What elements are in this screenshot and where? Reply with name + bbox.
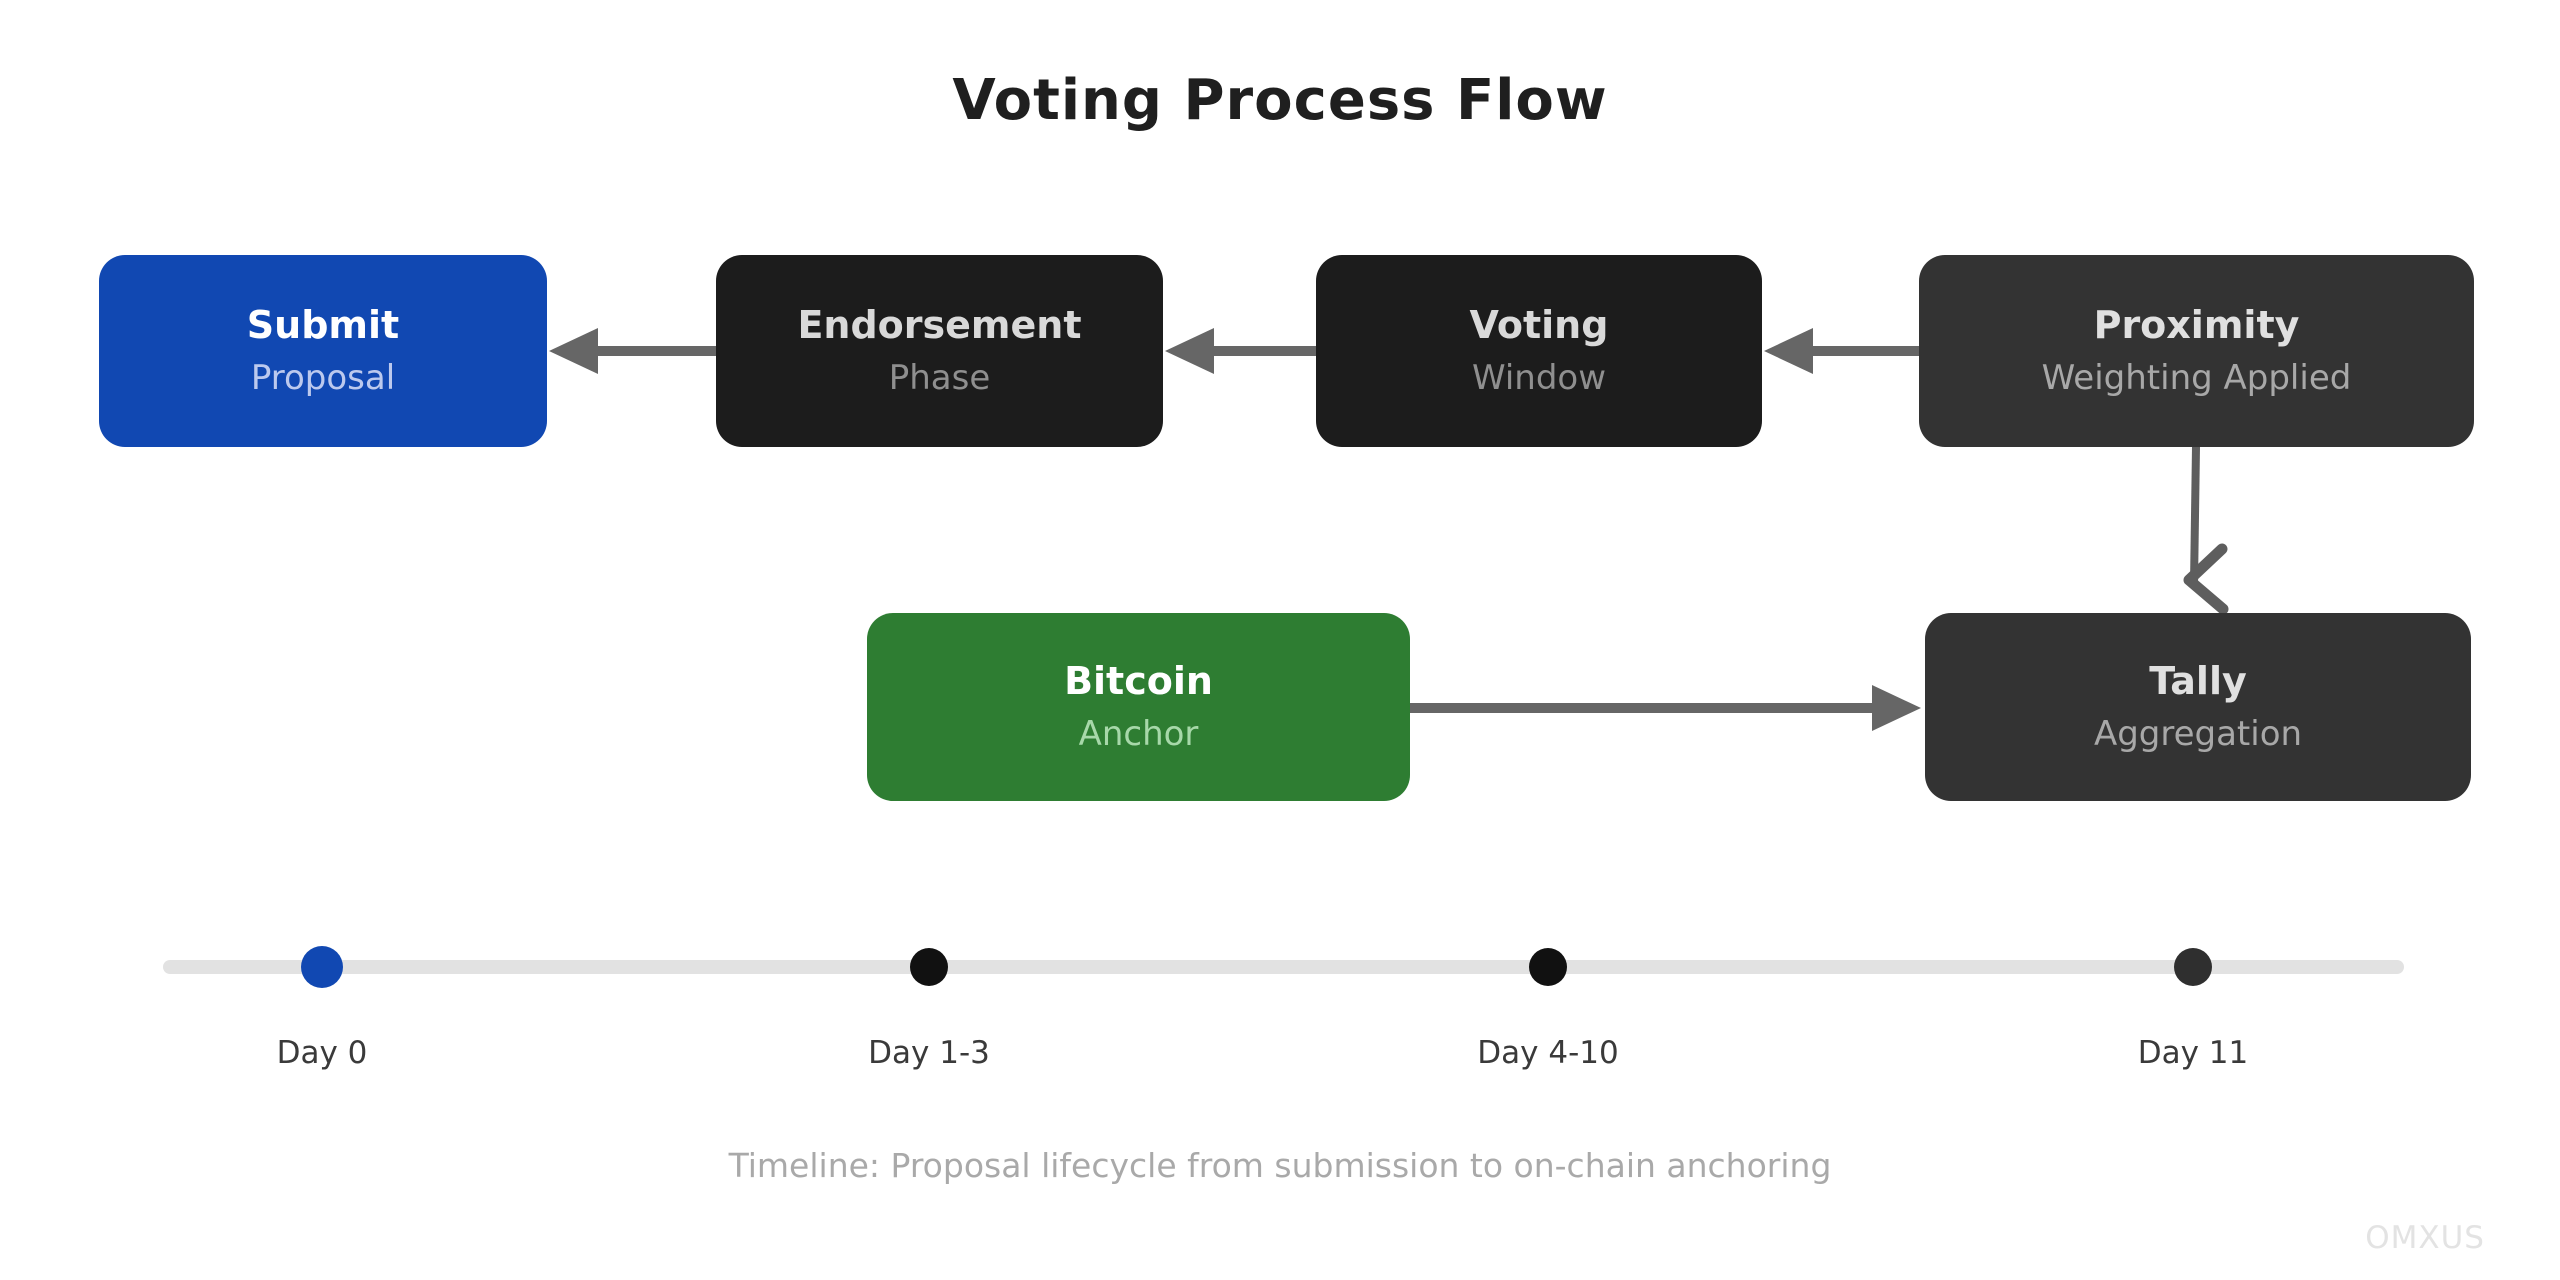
timeline-track xyxy=(163,960,2404,974)
node-title: Tally xyxy=(2149,658,2247,703)
arrow-proximity-to-tally xyxy=(2183,446,2229,615)
node-proximity-weighting: Proximity Weighting Applied xyxy=(1919,255,2474,447)
timeline-caption: Timeline: Proposal lifecycle from submis… xyxy=(728,1146,1832,1185)
timeline-dot-day-4-10 xyxy=(1529,948,1567,986)
watermark-text: OMXUS xyxy=(2365,1220,2485,1256)
node-title: Voting xyxy=(1469,302,1609,347)
timeline-dot-day-1-3 xyxy=(910,948,948,986)
diagram-title: Voting Process Flow xyxy=(952,68,1608,133)
node-subtitle: Proposal xyxy=(250,358,396,399)
node-title: Proximity xyxy=(2093,302,2300,347)
node-endorsement-phase: Endorsement Phase xyxy=(716,255,1163,447)
arrow-endorsement-to-submit xyxy=(549,328,716,374)
timeline-dot-day-11 xyxy=(2174,948,2212,986)
timeline-label-day-1-3: Day 1-3 xyxy=(868,1035,990,1071)
node-title: Submit xyxy=(246,302,400,347)
node-subtitle: Phase xyxy=(888,358,991,399)
arrow-proximity-to-voting xyxy=(1764,328,1919,374)
node-title: Endorsement xyxy=(797,302,1082,347)
arrow-voting-to-endorsement xyxy=(1165,328,1316,374)
timeline-dot-day-0 xyxy=(301,946,343,988)
timeline-label-day-11: Day 11 xyxy=(2137,1035,2249,1071)
node-submit-proposal: Submit Proposal xyxy=(99,255,547,447)
node-subtitle: Anchor xyxy=(1078,714,1199,755)
arrow-bitcoin-to-tally xyxy=(1410,685,1921,731)
node-tally-aggregation: Tally Aggregation xyxy=(1925,613,2471,801)
node-bitcoin-anchor: Bitcoin Anchor xyxy=(867,613,1410,801)
node-title: Bitcoin xyxy=(1064,658,1213,703)
node-voting-window: Voting Window xyxy=(1316,255,1762,447)
timeline-label-day-0: Day 0 xyxy=(276,1035,368,1071)
node-subtitle: Window xyxy=(1471,358,1607,399)
timeline-label-day-4-10: Day 4-10 xyxy=(1477,1035,1619,1071)
node-subtitle: Aggregation xyxy=(2093,714,2303,755)
node-subtitle: Weighting Applied xyxy=(2041,358,2352,399)
